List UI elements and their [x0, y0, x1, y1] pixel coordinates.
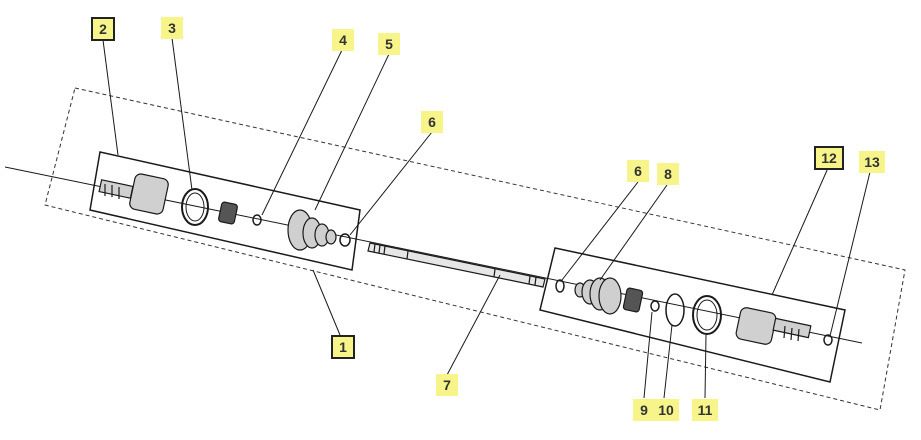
clip-part-4 [252, 214, 262, 226]
clamp-part-6-left [339, 233, 351, 247]
clamp-part-6-right [555, 279, 565, 293]
left-cage [218, 201, 238, 225]
drive-shaft [367, 242, 546, 288]
callout-10: 10 [653, 399, 679, 421]
callout-3: 3 [161, 17, 183, 39]
callout-8: 8 [657, 163, 679, 185]
ring-part-3 [181, 188, 209, 226]
left-boot [287, 209, 337, 251]
right-boot [574, 277, 622, 315]
callout-6-right: 6 [627, 160, 649, 182]
callout-13: 13 [859, 151, 885, 173]
callout-6-left: 6 [421, 111, 443, 133]
right-cage [622, 287, 644, 313]
right-joint-box [539, 247, 846, 383]
clip-part-9 [650, 300, 660, 312]
callout-2: 2 [91, 17, 115, 41]
callout-9: 9 [633, 399, 655, 421]
callout-11: 11 [692, 399, 718, 421]
left-cv-joint [98, 173, 169, 215]
callout-4: 4 [332, 29, 354, 51]
ring-part-11-inner [696, 299, 718, 331]
callout-7: 7 [436, 374, 458, 396]
ring-part-11 [692, 295, 722, 335]
callout-1: 1 [331, 335, 355, 359]
right-cv-joint [735, 307, 812, 345]
assembly-dashed-boundary [44, 87, 906, 411]
ring-part-10 [665, 293, 685, 327]
callout-5: 5 [378, 33, 400, 55]
ring-part-3-inner [185, 192, 205, 222]
leader-lines [102, 37, 871, 399]
clip-part-13 [823, 334, 833, 346]
callout-12: 12 [814, 146, 844, 170]
